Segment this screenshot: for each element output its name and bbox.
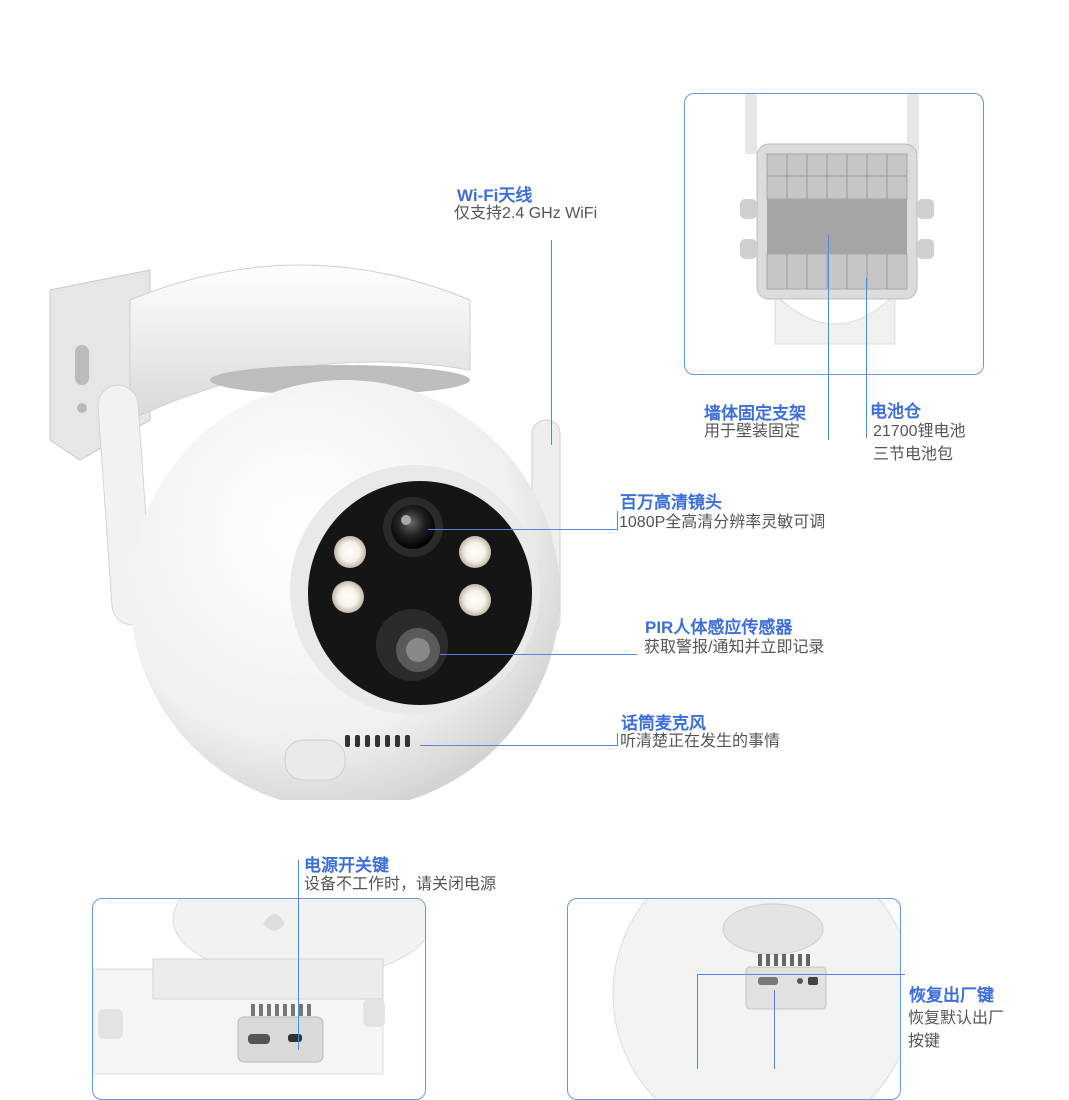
bracket-leader-line: [828, 235, 829, 440]
reset-desc-1: 恢复默认出厂: [908, 1010, 1005, 1027]
reset-button-view-image: [612, 899, 900, 1099]
bracket-desc: 用于壁装固定: [704, 423, 801, 440]
power-switch-view-image: [93, 899, 425, 1075]
battery-title: 电池仓: [870, 402, 921, 421]
reset-leader-line-v: [697, 974, 698, 1069]
bottom-right-panel: [567, 898, 901, 1100]
reset-leader-line-v2: [774, 990, 775, 1069]
lens-desc: 1080P全高清分辨率灵敏可调: [619, 514, 826, 531]
lens-leader-line: [428, 529, 618, 530]
camera-illustration: [49, 264, 561, 800]
mic-leader-tick: [617, 733, 618, 746]
battery-desc-2: 三节电池包: [873, 446, 954, 463]
battery-leader-line: [866, 278, 867, 438]
back-view-panel: [684, 93, 984, 375]
pir-title: PIR人体感应传感器: [645, 618, 793, 637]
reset-desc-2: 按键: [908, 1033, 941, 1050]
bracket-title: 墙体固定支架: [704, 404, 806, 423]
lens-title: 百万高清镜头: [620, 493, 722, 512]
lens-leader-tick: [617, 511, 618, 530]
wifi-leader-line: [551, 240, 552, 445]
bottom-left-panel: [92, 898, 426, 1100]
power-switch-title: 电源开关键: [304, 856, 389, 875]
wifi-antenna-desc: 仅支持2.4 GHz WiFi: [454, 205, 598, 222]
reset-title: 恢复出厂键: [909, 986, 994, 1005]
power-switch-desc: 设备不工作时，请关闭电源: [304, 876, 497, 893]
pir-desc: 获取警报/通知并立即记录: [644, 639, 825, 656]
pir-leader-line: [440, 654, 637, 655]
mic-desc: 听清楚正在发生的事情: [620, 733, 781, 750]
mic-title: 话筒麦克风: [621, 714, 706, 733]
reset-leader-line-h: [697, 974, 905, 975]
wifi-antenna-title: Wi-Fi天线: [457, 186, 533, 205]
mic-leader-line: [420, 745, 617, 746]
power-leader-line: [298, 860, 299, 1050]
battery-desc-1: 21700锂电池: [873, 423, 966, 440]
back-view-image: [740, 94, 934, 345]
